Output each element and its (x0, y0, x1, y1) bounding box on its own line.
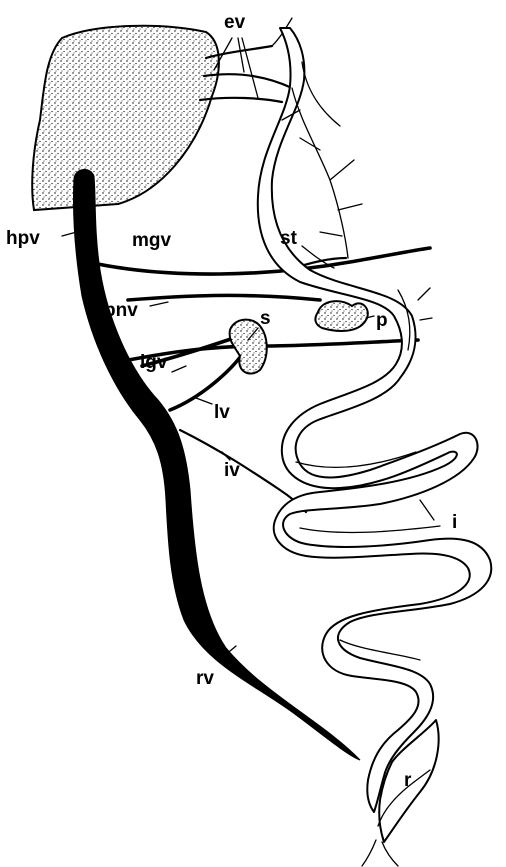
stomach (258, 28, 491, 812)
label-s: s (260, 308, 271, 329)
mgv-vessel (88, 248, 430, 274)
label-iv: iv (224, 460, 240, 481)
label-r: r (404, 770, 412, 791)
label-p: p (376, 310, 388, 331)
label-i: i (452, 512, 457, 533)
ev-pointer-lines (214, 38, 258, 98)
label-hpv: hpv (6, 228, 40, 249)
label-ev: ev (224, 12, 246, 33)
label-rv: rv (196, 668, 214, 689)
label-mgv: mgv (132, 230, 172, 251)
label-lv: lv (214, 402, 230, 423)
pancreas (315, 301, 367, 331)
lv-vessel (170, 352, 244, 410)
pnv-vessel (128, 295, 320, 300)
label-pnv: pnv (104, 300, 138, 321)
liver (32, 26, 219, 210)
label-lgv: lgv (140, 352, 168, 373)
label-st: st (280, 228, 298, 249)
